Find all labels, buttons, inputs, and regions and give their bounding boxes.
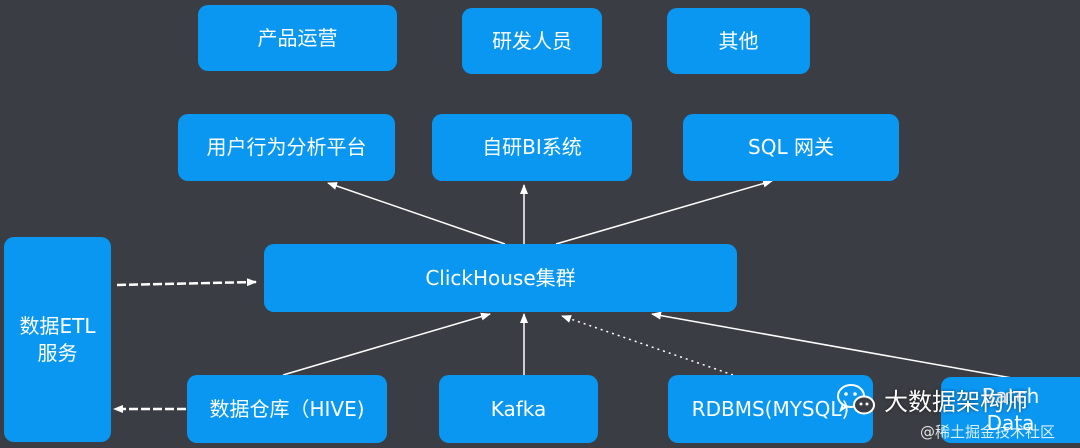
user-group-label: 研发人员 <box>492 28 572 53</box>
clickhouse-cluster: ClickHouse集群 <box>264 244 737 312</box>
kafka-source: Kafka <box>439 375 598 443</box>
consumer-label: SQL 网关 <box>748 135 834 159</box>
source-label: 数据仓库（HIVE) <box>209 396 365 421</box>
batch-data-source: Batch Data <box>941 377 1080 443</box>
watermark-title: 大数据架构师 <box>884 388 1028 416</box>
arrow-cluster-to-user-analysis <box>327 182 506 245</box>
arrow-rdbms-to-cluster <box>561 315 734 376</box>
source-label: Kafka <box>490 396 547 421</box>
consumer-label: 自研BI系统 <box>482 135 582 159</box>
arrow-cluster-to-sql-gateway <box>555 179 773 245</box>
user-group-label: 其他 <box>718 28 759 53</box>
cluster-label: ClickHouse集群 <box>425 265 576 290</box>
sql-gateway: SQL 网关 <box>683 114 899 181</box>
user-group-developers: 研发人员 <box>462 8 602 74</box>
source-label: RDBMS(MYSQL) <box>691 396 850 421</box>
etl-service: 数据ETL 服务 <box>4 237 111 442</box>
data-warehouse-hive: 数据仓库（HIVE) <box>187 375 387 443</box>
watermark: 大数据架构师 <box>836 382 1028 417</box>
arrow-hive-to-cluster <box>282 312 491 376</box>
watermark-subtitle: @稀土掘金技术社区 <box>920 423 1056 441</box>
consumer-label: 用户行为分析平台 <box>206 135 367 159</box>
batch-label-line2: Data <box>986 411 1035 435</box>
etl-label-line2: 服务 <box>37 340 78 365</box>
user-group-others: 其他 <box>667 8 810 74</box>
arrow-etl-to-cluster <box>116 278 257 287</box>
wechat-icon <box>836 383 876 417</box>
user-group-label: 产品运营 <box>257 25 338 50</box>
rdbms-mysql-source: RDBMS(MYSQL) <box>668 375 873 443</box>
user-behavior-analysis-platform: 用户行为分析平台 <box>178 114 395 181</box>
user-group-product-ops: 产品运营 <box>198 5 397 71</box>
in-house-bi-system: 自研BI系统 <box>432 114 632 181</box>
batch-label-line1: Batch <box>981 384 1040 408</box>
etl-label-line1: 数据ETL <box>19 313 96 338</box>
arrow-batch-to-cluster <box>651 311 1013 379</box>
